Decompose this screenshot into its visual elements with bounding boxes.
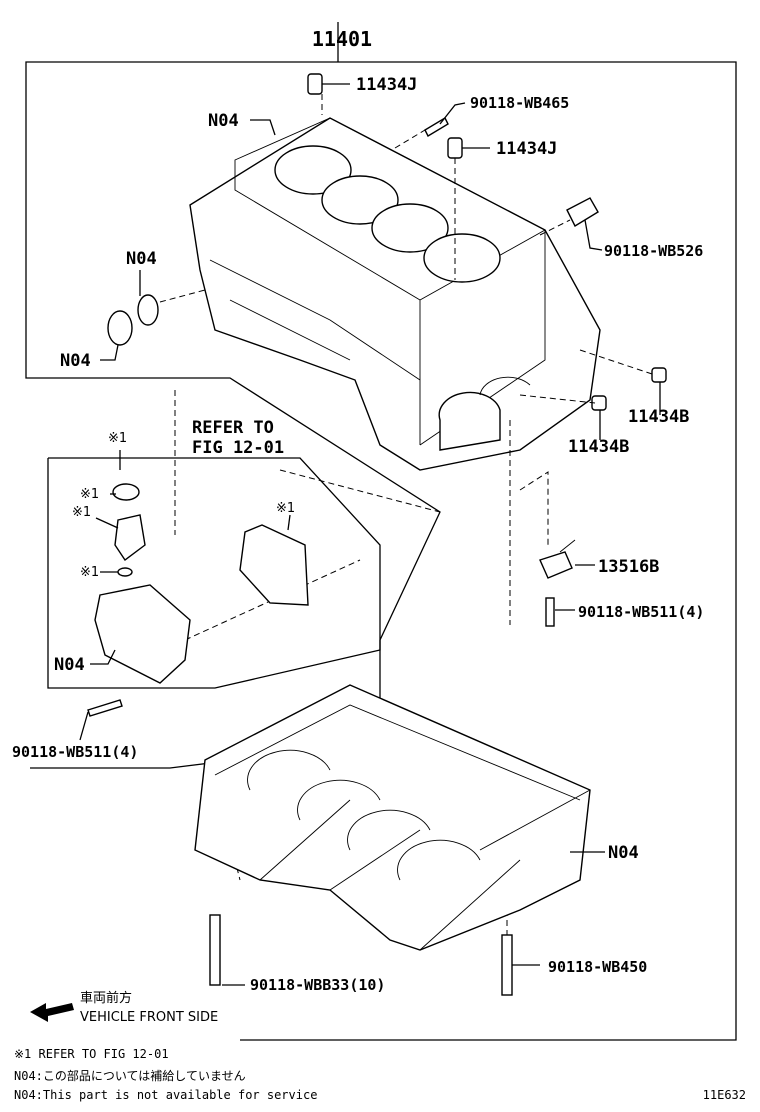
- callout-n04-ring: N04: [126, 249, 157, 269]
- stud-upper: [424, 117, 449, 137]
- callout-stud-right: 90118-WB526: [604, 242, 703, 260]
- bolt-main: [209, 914, 221, 986]
- bolt-left: [87, 699, 123, 717]
- refer-line-1: REFER TO: [192, 418, 274, 438]
- dowel-pin-2: [447, 137, 463, 159]
- ref-mark-oring: ※1: [80, 565, 99, 580]
- cylinder-block-lower: [194, 684, 591, 951]
- callout-pin-right-1: 11434B: [628, 407, 689, 427]
- callout-pin-top-2: 11434J: [496, 139, 557, 159]
- callout-pin-top-1: 11434J: [356, 75, 417, 95]
- assembly-number: 11401: [312, 27, 372, 51]
- stud-right: [566, 197, 599, 227]
- refer-line-2: FIG 12-01: [192, 438, 284, 458]
- callout-n04-cover: N04: [54, 655, 85, 675]
- bolt-nozzle: [545, 597, 555, 627]
- bolt-stud-lower: [501, 934, 513, 996]
- sub-cap: [112, 483, 140, 501]
- subassembly-box: [47, 457, 381, 689]
- dowel-pin-1: [307, 73, 323, 95]
- footnote-2: N04:この部品については補給していません: [14, 1068, 246, 1083]
- plug-with-ring: [107, 294, 159, 346]
- oil-jet-nozzle: [539, 539, 576, 579]
- assembly-frame-right: [240, 61, 737, 1041]
- callout-bolt-stud-lower: 90118-WB450: [548, 958, 647, 976]
- ref-mark-fitting: ※1: [72, 505, 91, 520]
- ref-mark-top: ※1: [108, 431, 127, 446]
- callout-nozzle: 13516B: [598, 557, 659, 577]
- callout-n04-lower: N04: [608, 843, 639, 863]
- callout-bolt-left: 90118-WB511(4): [12, 743, 138, 761]
- sub-fitting: [114, 514, 146, 562]
- cylinder-block-upper: [189, 117, 601, 471]
- direction-en: VEHICLE FRONT SIDE: [80, 1010, 218, 1025]
- callout-pin-right-2: 11434B: [568, 437, 629, 457]
- callout-n04-plug: N04: [60, 351, 91, 371]
- ref-mark-cap: ※1: [80, 487, 99, 502]
- ref-mark-gasket: ※1: [276, 501, 295, 516]
- figure-id: 11E632: [703, 1088, 746, 1102]
- dowel-pin-3: [651, 367, 667, 383]
- footnote-3: N04:This part is not available for servi…: [14, 1088, 317, 1102]
- callout-bolt-nozzle: 90118-WB511(4): [578, 603, 704, 621]
- front-arrow-icon: [30, 1003, 74, 1022]
- sub-oring: [117, 567, 133, 577]
- sub-gasket: [239, 524, 309, 606]
- callout-bolt-main: 90118-WBB33(10): [250, 976, 385, 994]
- sub-cover: [94, 584, 191, 684]
- direction-jp: 車両前方: [80, 990, 132, 1006]
- callout-stud-top: 90118-WB465: [470, 94, 569, 112]
- footnote-1: ※1 REFER TO FIG 12-01: [14, 1047, 169, 1061]
- callout-n04-block: N04: [208, 111, 239, 131]
